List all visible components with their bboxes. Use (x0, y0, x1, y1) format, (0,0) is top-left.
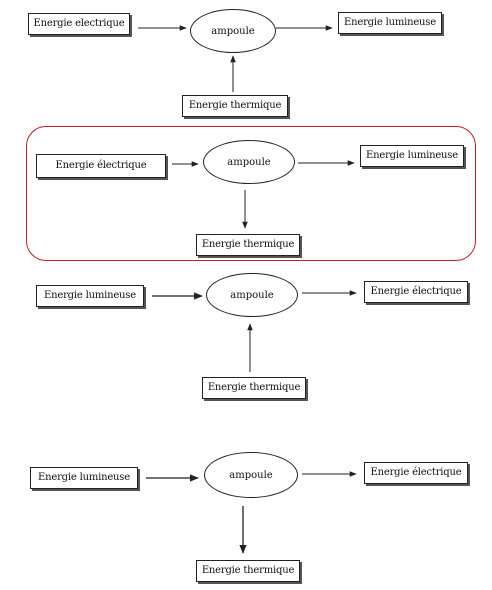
option-2-output-box: Energie lumineuse (360, 145, 464, 167)
option-4-secondary-box: Energie thermique (196, 560, 300, 582)
option-4-device-ellipse: ampoule (204, 452, 298, 498)
option-3-device-ellipse: ampoule (206, 273, 298, 317)
option-1-output-box: Energie lumineuse (338, 12, 442, 34)
option-2-input-box: Energie électrique (36, 154, 166, 178)
option-4-input-box: Energie lumineuse (30, 467, 138, 489)
option-3-output-box: Energie électrique (364, 281, 468, 303)
selected-option-highlight (26, 126, 476, 261)
option-2-secondary-box: Energie thermique (196, 234, 300, 256)
option-1-device-ellipse: ampoule (190, 9, 276, 53)
option-3-secondary-box: Energie thermique (202, 377, 306, 399)
option-2-device-ellipse: ampoule (203, 140, 295, 184)
option-4-output-box: Energie électrique (364, 462, 468, 484)
option-3-input-box: Energie lumineuse (36, 285, 144, 307)
option-1-secondary-box: Energie thermique (182, 95, 288, 117)
option-1-input-box: Energie electrique (28, 13, 130, 35)
